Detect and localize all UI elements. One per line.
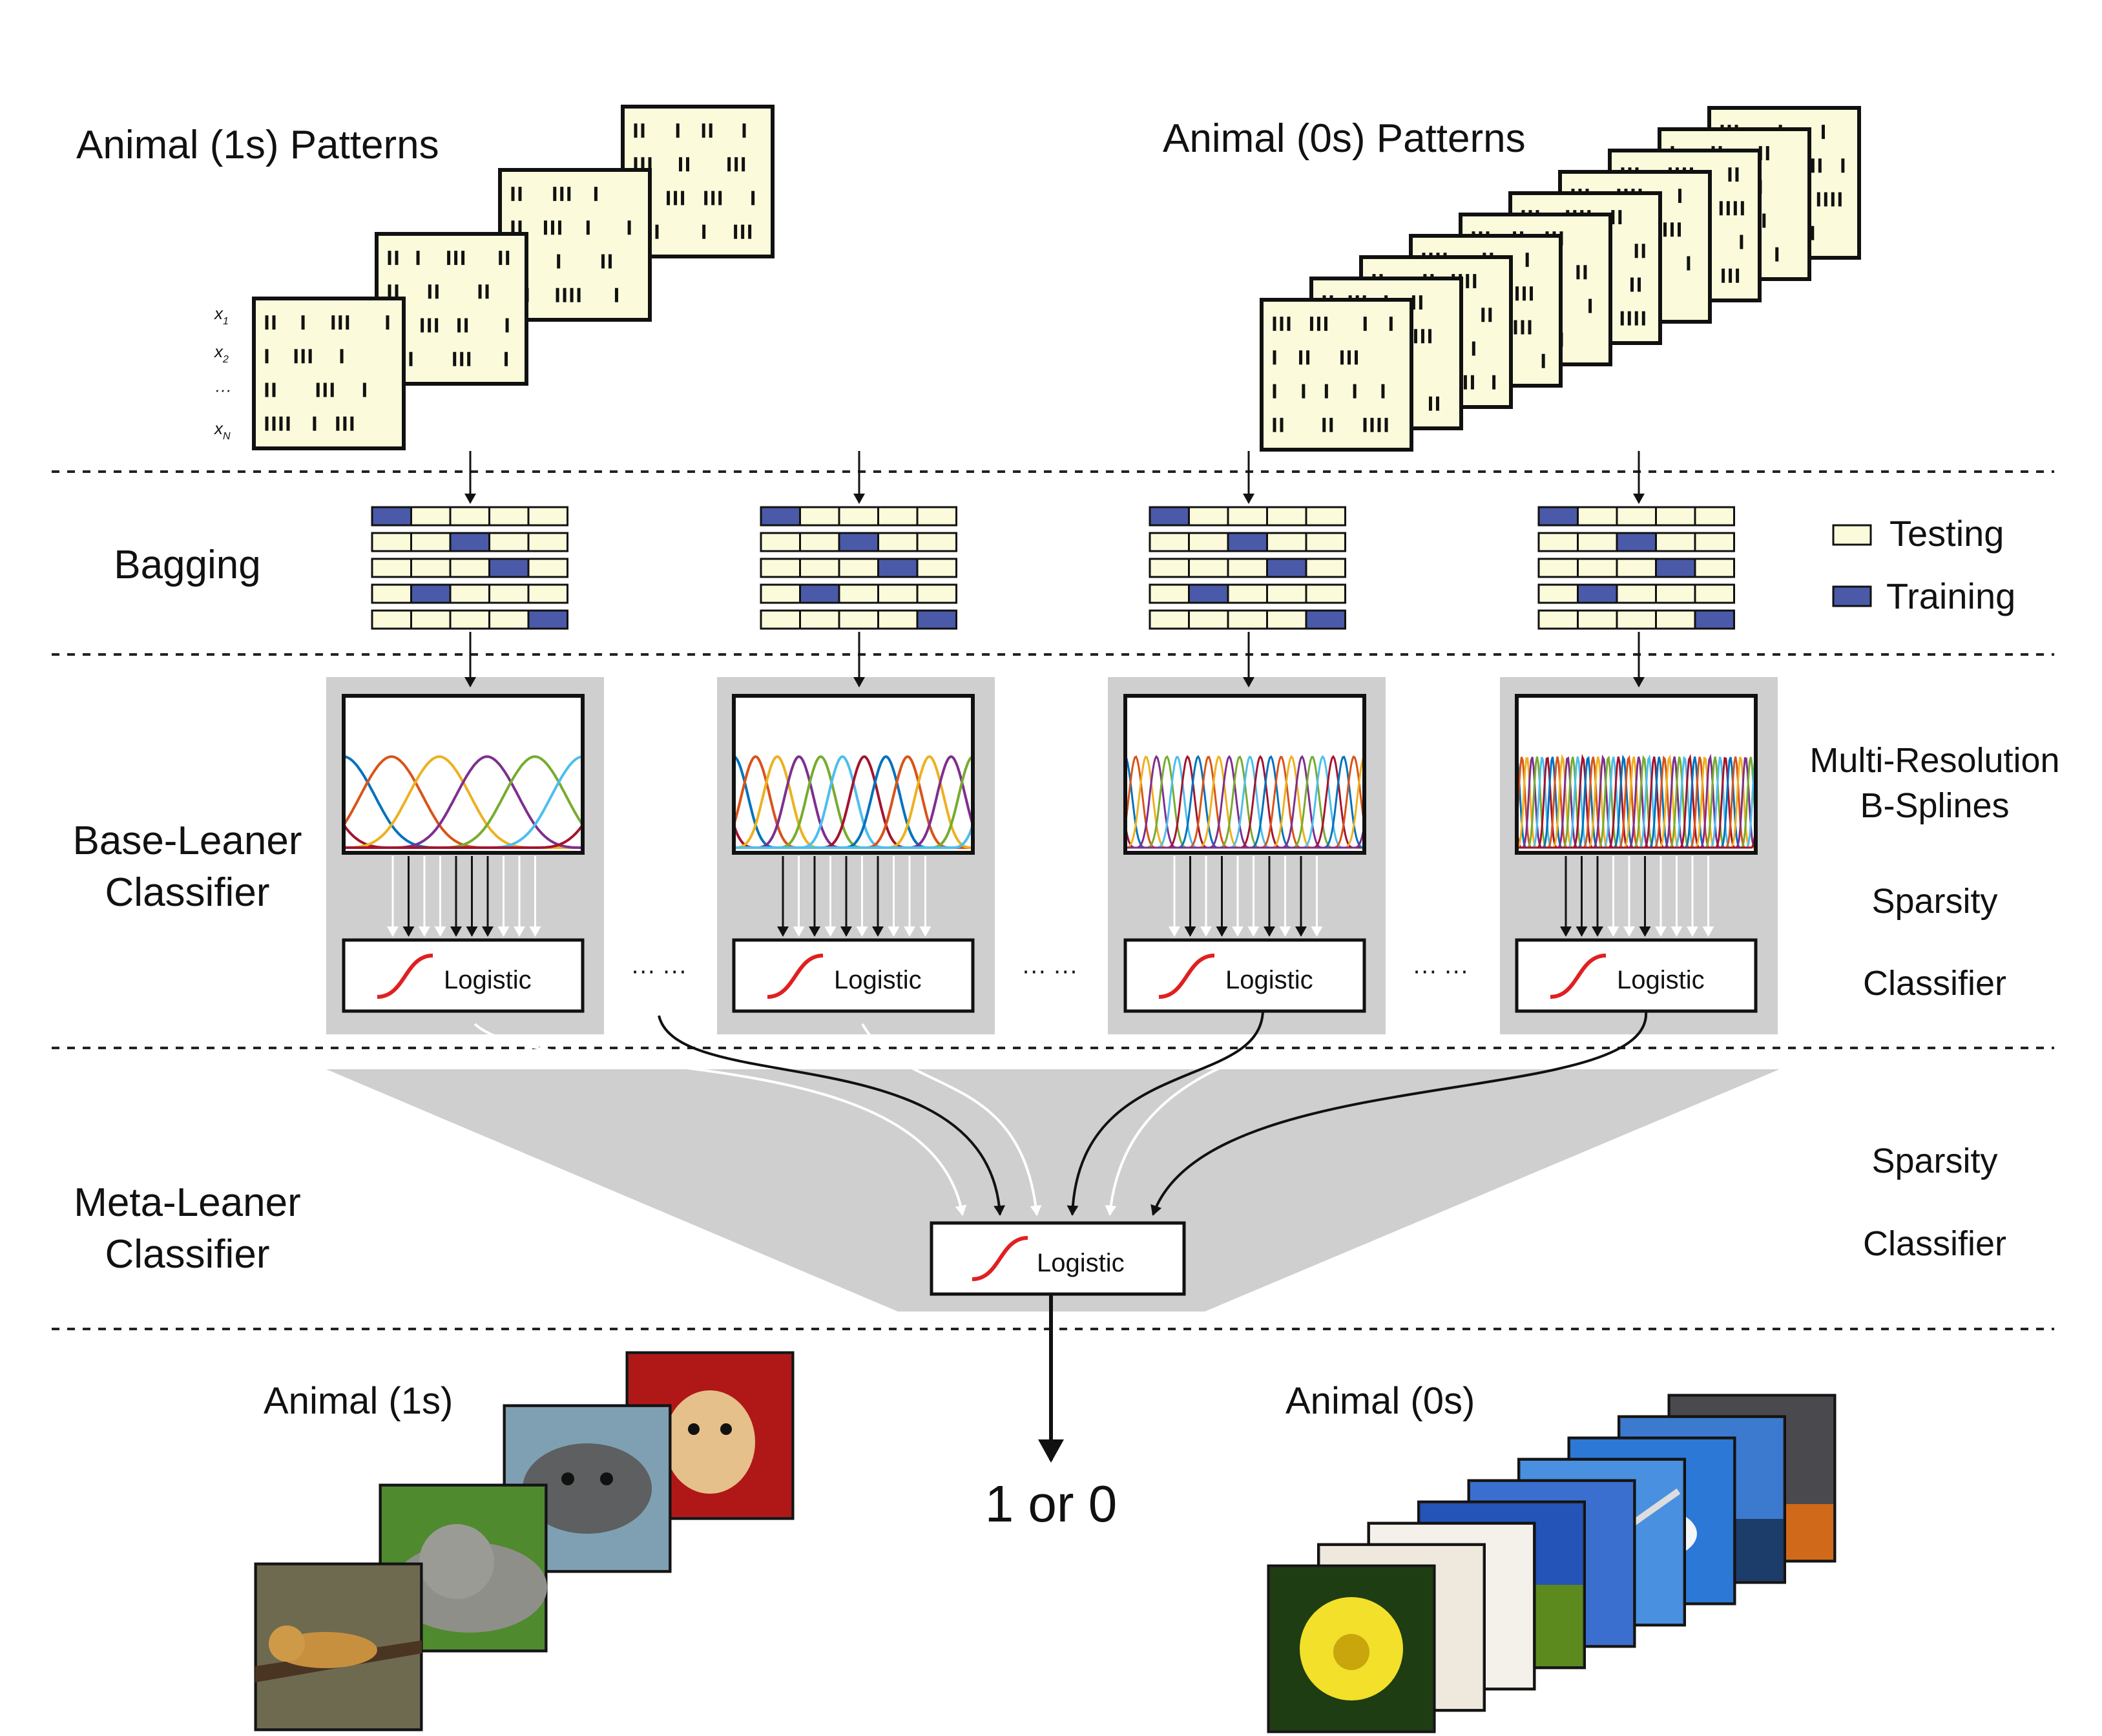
- row-label-x2: x2: [213, 342, 229, 365]
- logistic-label: Logistic: [1225, 966, 1313, 994]
- meta-learner-label: Meta-Leaner: [74, 1180, 301, 1225]
- bagging-label: Bagging: [114, 543, 261, 587]
- meta-input-curves: [473, 1010, 1648, 1216]
- base-logistic-box-0: Logistic: [342, 938, 585, 1013]
- multires-label: Multi-Resolution: [1809, 741, 2059, 780]
- base-learner-label: Base-Leaner: [72, 819, 302, 863]
- base-logistic-box-3: Logistic: [1515, 938, 1758, 1013]
- negative-image-stack: [1267, 1394, 1837, 1733]
- meta-logistic-box: Logistic: [930, 1221, 1186, 1296]
- output-label: 1 or 0: [985, 1475, 1118, 1532]
- pos-pattern-3: [252, 297, 406, 450]
- logistic-boxes: Logistic Logistic Logistic Logistic: [342, 938, 1758, 1013]
- base-logistic-box-1: Logistic: [732, 938, 975, 1013]
- positive-image-stack: [254, 1351, 795, 1731]
- neg-pattern-9: [1260, 298, 1413, 452]
- training-swatch: [1832, 585, 1872, 607]
- bspline-plot-3: [1515, 694, 1758, 855]
- testing-legend-label: Testing: [1889, 513, 2004, 554]
- bagging-grid-1: [760, 506, 957, 630]
- logistic-curve-icon: [972, 1236, 1028, 1281]
- pos-images-label: Animal (1s): [264, 1380, 453, 1422]
- row-labels: x1 x2 ··· xN: [213, 304, 231, 442]
- row-label-dots: ···: [214, 380, 231, 399]
- logistic-label: Logistic: [444, 966, 532, 994]
- neg-images-label: Animal (0s): [1285, 1380, 1475, 1422]
- row-label-x1: x1: [213, 304, 229, 327]
- training-legend-label: Training: [1886, 576, 2015, 616]
- ellipsis-3: ··· ···: [1413, 957, 1468, 985]
- logistic-label: Logistic: [834, 966, 922, 994]
- sparsity-label: Sparsity: [1871, 882, 1997, 921]
- neg-patterns-title: Animal (0s) Patterns: [1163, 116, 1526, 161]
- negative-pattern-rasters: [1260, 106, 1861, 452]
- ellipsis-2: ··· ···: [1022, 957, 1077, 985]
- bagging-grid-2: [1149, 506, 1346, 630]
- logistic-label: Logistic: [1617, 966, 1705, 994]
- testing-swatch: [1832, 524, 1872, 546]
- meta-classifier-label: Classifier: [1863, 1224, 2006, 1263]
- ellipsis-1: ··· ···: [631, 957, 687, 985]
- logistic-curve-icon: [1158, 954, 1215, 999]
- lion-photo: [254, 1562, 423, 1731]
- logistic-curve-icon: [1550, 954, 1607, 999]
- flower-photo: [1267, 1564, 1436, 1733]
- bagging-grid-0: [371, 506, 568, 630]
- bagging-grids: [371, 506, 1735, 630]
- meta-logistic-label: Logistic: [1037, 1249, 1125, 1277]
- pos-patterns-title: Animal (1s) Patterns: [76, 123, 439, 167]
- positive-pattern-rasters: [252, 105, 775, 450]
- base-learner-label-2: Classifier: [105, 870, 270, 915]
- meta-sparsity-label: Sparsity: [1871, 1142, 1997, 1180]
- bagging-legend: Testing Training: [1832, 513, 2015, 616]
- bspline-plot-1: [732, 694, 975, 855]
- classifier-label: Classifier: [1863, 964, 2006, 1003]
- bspline-plots: [342, 694, 1758, 855]
- bagging-grid-3: [1537, 506, 1735, 630]
- bspline-plot-0: [342, 694, 585, 855]
- feature-arrows: [387, 856, 1714, 937]
- logistic-curve-icon: [767, 954, 824, 999]
- meta-funnel: [326, 1069, 1780, 1312]
- bspline-plot-2: [1123, 694, 1366, 855]
- row-label-xn: xN: [213, 419, 231, 442]
- logistic-curve-icon: [377, 954, 433, 999]
- base-logistic-box-2: Logistic: [1123, 938, 1366, 1013]
- meta-learner-label-2: Classifier: [105, 1232, 270, 1277]
- bsplines-label: B-Splines: [1860, 786, 2009, 825]
- down-arrows: [464, 451, 1645, 687]
